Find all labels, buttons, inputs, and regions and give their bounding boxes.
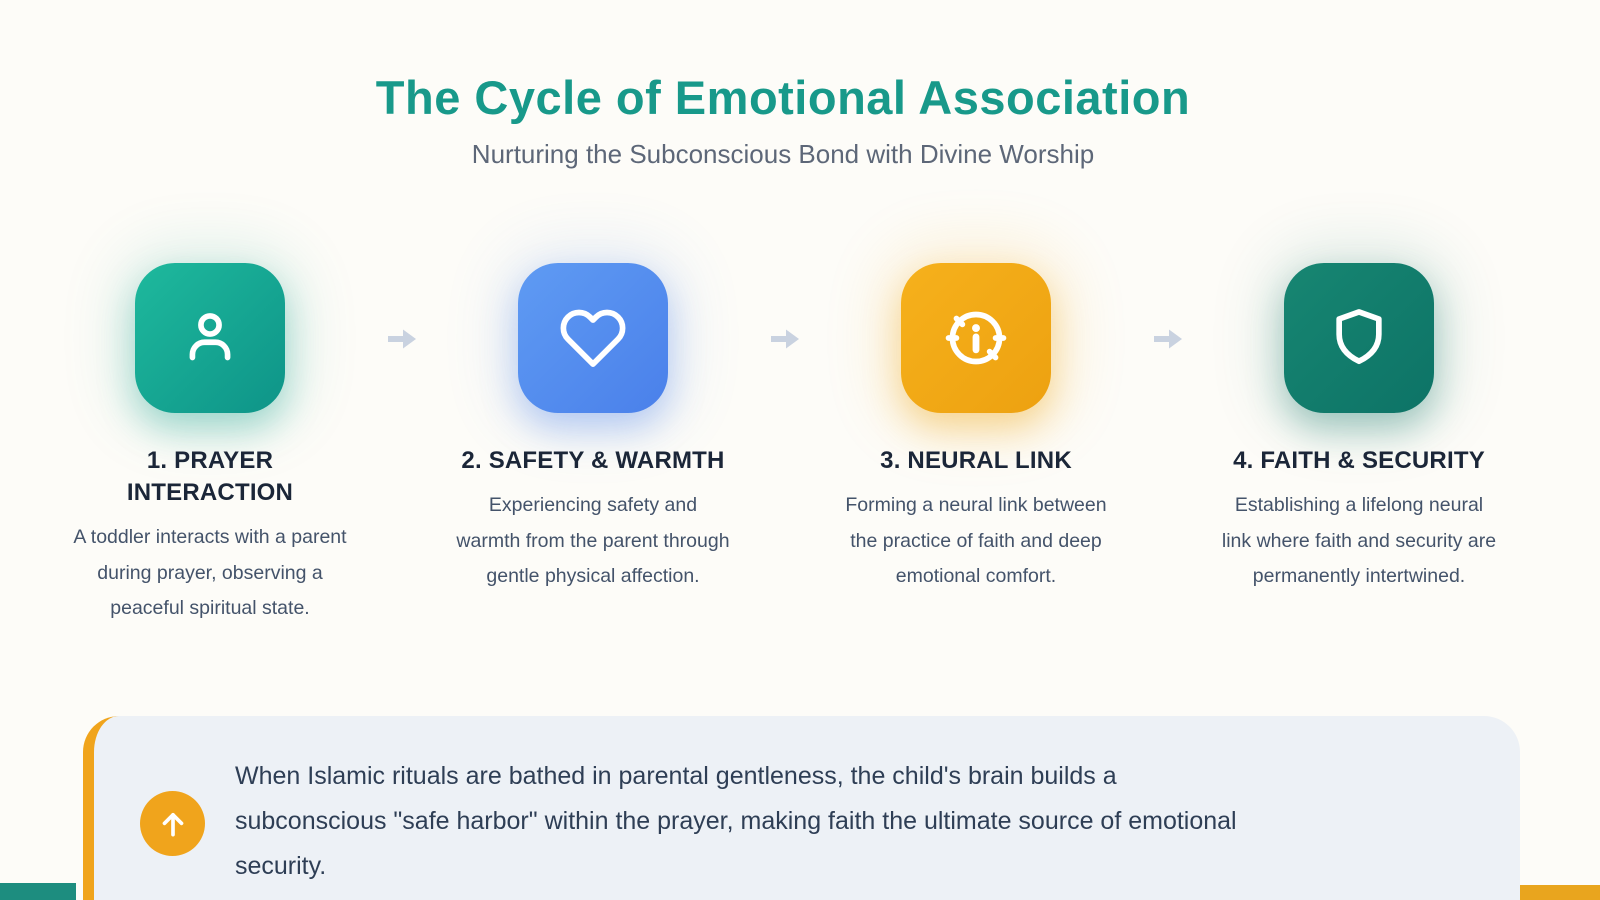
arrow-right-icon (1153, 329, 1182, 349)
arrow-right-icon (770, 329, 799, 349)
person-icon (189, 313, 231, 361)
step-faith-security: 4. FAITH & SECURITY Establishing a lifel… (1179, 263, 1539, 595)
page-title: The Cycle of Emotional Association (375, 71, 1191, 124)
heart-icon (560, 309, 626, 367)
callout-icon-circle (140, 791, 205, 856)
step-description: Establishing a lifelong neural link wher… (1221, 494, 1497, 587)
steps-row: 1. PRAYER INTERACTION A toddler interact… (30, 263, 1540, 627)
bottom-right-accent-bar (1520, 885, 1600, 900)
step-title: 4. FAITH & SECURITY (1233, 447, 1485, 474)
step-title: 2. SAFETY & WARMTH (461, 447, 725, 474)
step-prayer-interaction: 1. PRAYER INTERACTION A toddler interact… (30, 263, 390, 627)
step-1-tile (135, 263, 285, 413)
step-title: 3. NEURAL LINK (880, 447, 1072, 474)
step-title: 1. PRAYER INTERACTION (126, 447, 294, 506)
header: The Cycle of Emotional Association Nurtu… (0, 0, 1566, 170)
step-2-tile (518, 263, 668, 413)
step-3-tile (901, 263, 1051, 413)
arrow-cell (770, 263, 799, 353)
callout-text: When Islamic rituals are bathed in paren… (235, 762, 1237, 880)
step-neural-link: 3. NEURAL LINK Forming a neural link bet… (796, 263, 1156, 595)
gauge-icon (945, 311, 1007, 365)
step-description: A toddler interacts with a parent during… (73, 526, 347, 619)
step-description: Experiencing safety and warmth from the … (456, 494, 730, 587)
step-safety-warmth: 2. SAFETY & WARMTH Experiencing safety a… (413, 263, 773, 595)
shield-icon (1336, 309, 1382, 365)
summary-callout: When Islamic rituals are bathed in paren… (83, 716, 1520, 900)
page-subtitle: Nurturing the Subconscious Bond with Div… (471, 139, 1095, 169)
arrow-cell (1153, 263, 1182, 353)
step-description: Forming a neural link between the practi… (845, 494, 1107, 587)
arrow-cell (387, 263, 416, 353)
bottom-left-accent-bar (0, 883, 76, 900)
arrow-right-icon (387, 329, 416, 349)
step-4-tile (1284, 263, 1434, 413)
arrow-up-icon (162, 812, 183, 836)
